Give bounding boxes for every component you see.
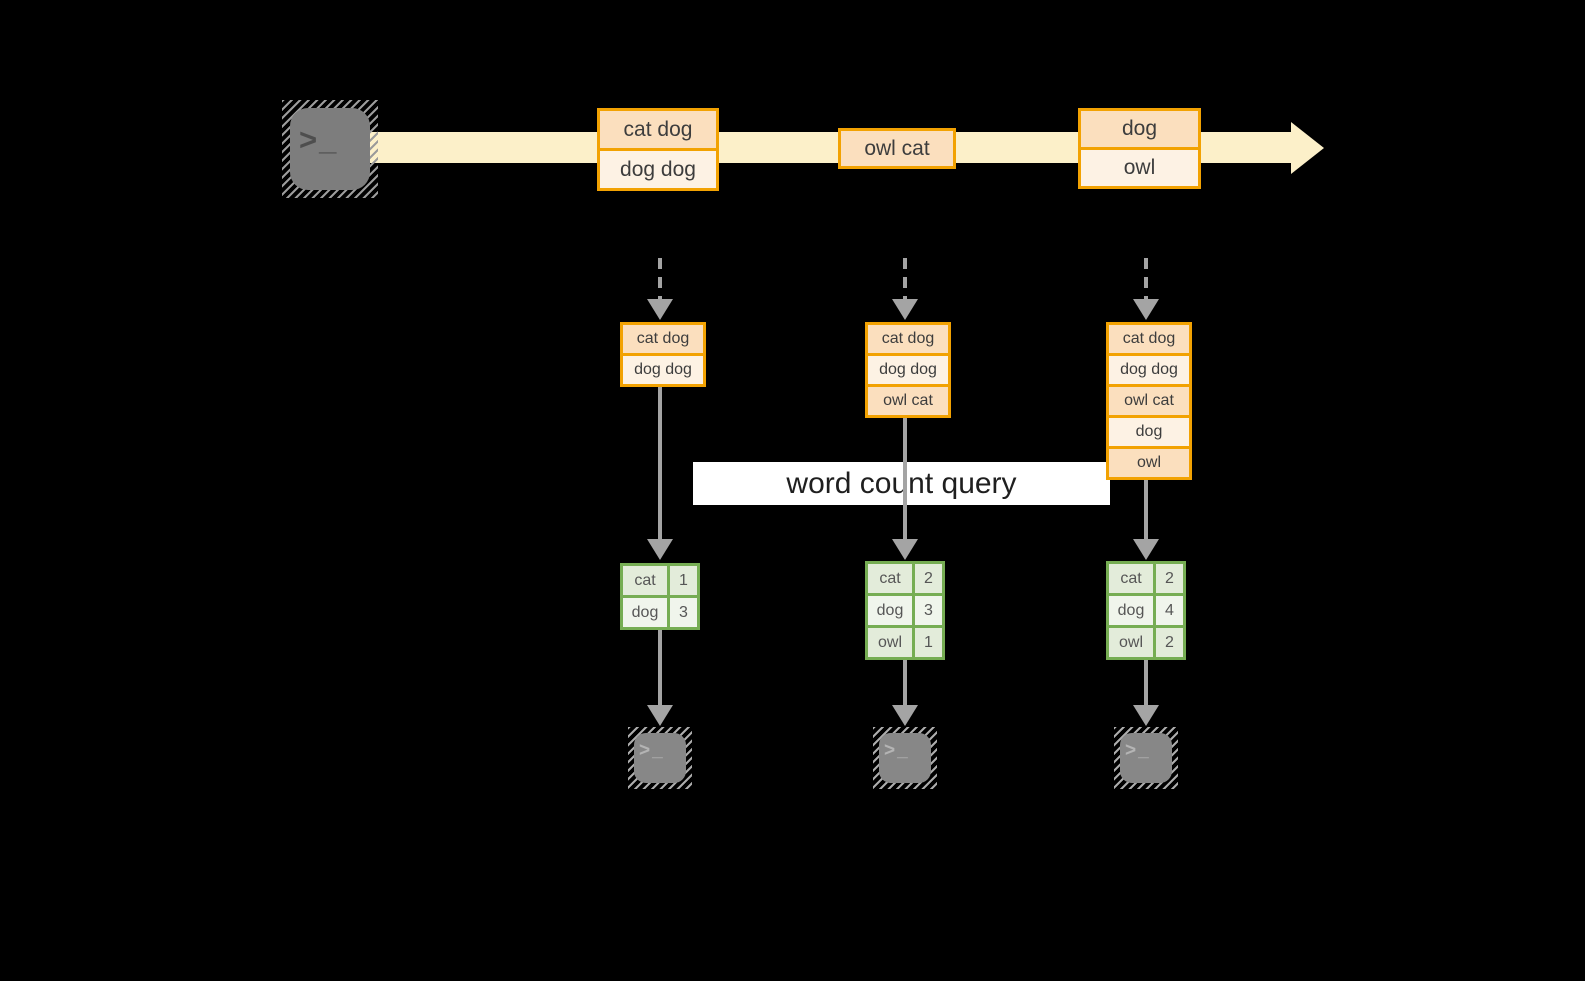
timeline-arrowhead-icon xyxy=(1291,122,1324,174)
buffer-stack-1: cat dog dog dog xyxy=(620,322,706,387)
count-table-2: cat 2 dog 3 owl 1 xyxy=(865,561,945,660)
count-word: cat xyxy=(868,564,912,593)
arrow-line xyxy=(1144,659,1148,707)
timeline-message-3: dog owl xyxy=(1078,108,1201,189)
terminal-prompt-glyph: >_ xyxy=(299,122,339,157)
terminal-prompt-glyph: >_ xyxy=(884,740,910,761)
buffer-cell: dog xyxy=(1109,418,1189,446)
count-word: cat xyxy=(1109,564,1153,593)
timeline-message-2: owl cat xyxy=(838,128,956,169)
message-cell: owl cat xyxy=(841,131,953,166)
dashed-arrow-line xyxy=(658,258,662,301)
query-band: word count query xyxy=(693,462,1110,505)
count-word: owl xyxy=(1109,628,1153,657)
message-cell: dog dog xyxy=(600,151,716,188)
count-value: 2 xyxy=(1156,628,1183,657)
sink-terminal-icon: >_ xyxy=(873,727,937,789)
buffer-cell: cat dog xyxy=(623,325,703,353)
buffer-cell: dog dog xyxy=(623,356,703,384)
count-table-1: cat 1 dog 3 xyxy=(620,563,700,630)
down-arrowhead-icon xyxy=(1133,539,1159,560)
arrow-line xyxy=(903,659,907,707)
message-cell: dog xyxy=(1081,111,1198,147)
count-word: dog xyxy=(623,598,667,627)
terminal-prompt-glyph: >_ xyxy=(639,740,665,761)
down-arrowhead-icon xyxy=(1133,299,1159,320)
count-word: dog xyxy=(868,596,912,625)
arrow-line xyxy=(903,415,907,541)
count-value: 2 xyxy=(1156,564,1183,593)
count-value: 4 xyxy=(1156,596,1183,625)
terminal-body xyxy=(634,733,686,783)
count-value: 1 xyxy=(915,628,942,657)
sink-terminal-icon: >_ xyxy=(628,727,692,789)
arrow-line xyxy=(1144,479,1148,541)
count-value: 3 xyxy=(670,598,697,627)
count-word: dog xyxy=(1109,596,1153,625)
down-arrowhead-icon xyxy=(1133,705,1159,726)
down-arrowhead-icon xyxy=(892,705,918,726)
down-arrowhead-icon xyxy=(892,299,918,320)
down-arrowhead-icon xyxy=(892,539,918,560)
dashed-arrow-line xyxy=(1144,258,1148,301)
count-word: cat xyxy=(623,566,667,595)
count-value: 2 xyxy=(915,564,942,593)
dashed-arrow-line xyxy=(903,258,907,301)
arrow-line xyxy=(658,383,662,541)
count-table-3: cat 2 dog 4 owl 2 xyxy=(1106,561,1186,660)
sink-terminal-icon: >_ xyxy=(1114,727,1178,789)
terminal-body xyxy=(290,108,370,190)
down-arrowhead-icon xyxy=(647,539,673,560)
down-arrowhead-icon xyxy=(647,705,673,726)
buffer-cell: owl cat xyxy=(868,387,948,415)
terminal-body xyxy=(879,733,931,783)
count-value: 3 xyxy=(915,596,942,625)
source-terminal-icon: >_ xyxy=(282,100,378,198)
message-cell: owl xyxy=(1081,150,1198,186)
terminal-prompt-glyph: >_ xyxy=(1125,740,1151,761)
buffer-cell: owl xyxy=(1109,449,1189,477)
down-arrowhead-icon xyxy=(647,299,673,320)
buffer-cell: cat dog xyxy=(1109,325,1189,353)
arrow-line xyxy=(658,629,662,707)
buffer-stack-3: cat dog dog dog owl cat dog owl xyxy=(1106,322,1192,480)
buffer-cell: cat dog xyxy=(868,325,948,353)
buffer-cell: dog dog xyxy=(868,356,948,384)
timeline-message-1: cat dog dog dog xyxy=(597,108,719,191)
count-word: owl xyxy=(868,628,912,657)
message-cell: cat dog xyxy=(600,111,716,148)
count-value: 1 xyxy=(670,566,697,595)
terminal-body xyxy=(1120,733,1172,783)
buffer-cell: owl cat xyxy=(1109,387,1189,415)
buffer-cell: dog dog xyxy=(1109,356,1189,384)
buffer-stack-2: cat dog dog dog owl cat xyxy=(865,322,951,418)
